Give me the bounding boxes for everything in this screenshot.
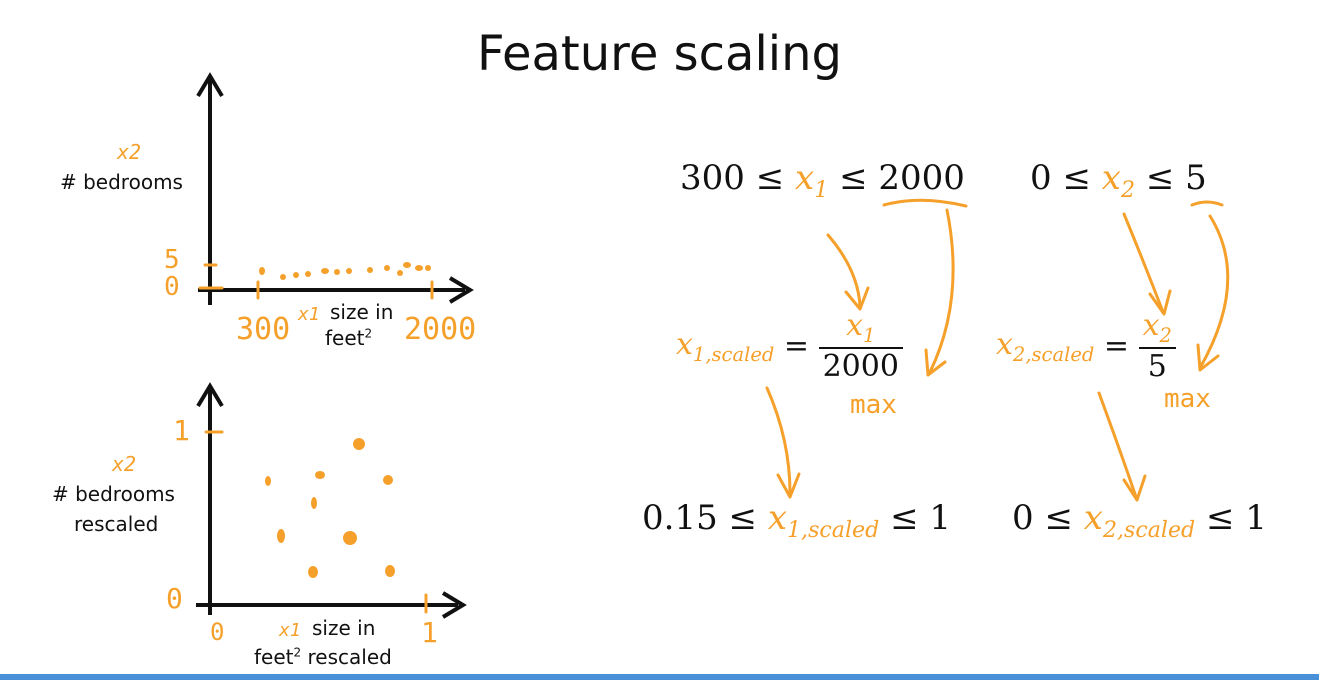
scaled-x2-equation: x2,scaled = x2 5 (996, 308, 1176, 384)
bottom-y-origin-0: 0 (166, 582, 183, 615)
bottom-xlabel-var: x1 (279, 620, 301, 641)
bottom-plot-ticks (204, 430, 428, 614)
top-xlabel-line1: size in (330, 300, 394, 324)
top-ylabel: # bedrooms (60, 170, 183, 194)
max-note-2: max (1164, 384, 1211, 414)
underline-marks (882, 198, 1224, 208)
bottom-plot-axes (196, 382, 467, 619)
bottom-accent-bar (0, 674, 1319, 680)
top-y-arrowhead (196, 72, 224, 98)
top-x-tick-2000: 2000 (404, 312, 477, 347)
top-y-tick-5: 5 (164, 245, 180, 275)
bottom-ylabel-line2: rescaled (74, 512, 159, 536)
bottom-y-arrowhead (196, 382, 224, 408)
top-plot-axes (196, 72, 474, 305)
result-x2-equation: 0 ≤ x2,scaled ≤ 1 (1012, 498, 1267, 543)
top-origin-0: 0 (164, 272, 180, 302)
slide-title: Feature scaling (476, 26, 842, 82)
top-ylabel-var: x2 (117, 140, 142, 164)
range-x1-equation: 300 ≤ x1 ≤ 2000 (680, 158, 965, 203)
scaled-x1-equation: x1,scaled = x1 2000 (676, 308, 903, 384)
bottom-xlabel-line2: feet2 rescaled (254, 645, 392, 669)
top-x-tick-300: 300 (236, 312, 291, 347)
top-plot-points (259, 262, 431, 280)
annotation-arrows (765, 208, 1230, 502)
bottom-ylabel-var: x2 (112, 452, 137, 476)
top-plot-ticks (198, 263, 434, 300)
result-x1-equation: 0.15 ≤ x1,scaled ≤ 1 (642, 498, 951, 543)
bottom-x-tick-1: 1 (421, 616, 438, 649)
bottom-x-origin-0: 0 (210, 618, 225, 646)
top-xlabel-line2: feet2 (325, 326, 373, 350)
top-x-arrowhead (448, 276, 474, 304)
range-x2-equation: 0 ≤ x2 ≤ 5 (1030, 158, 1207, 203)
max-note-1: max (850, 390, 897, 420)
bottom-ylabel-line1: # bedrooms (52, 482, 175, 506)
top-xlabel-var: x1 (298, 304, 320, 325)
bottom-plot-points (265, 438, 395, 578)
bottom-x-arrowhead (441, 591, 467, 619)
bottom-xlabel-line1: size in (312, 616, 376, 640)
bottom-y-tick-1: 1 (173, 414, 190, 447)
